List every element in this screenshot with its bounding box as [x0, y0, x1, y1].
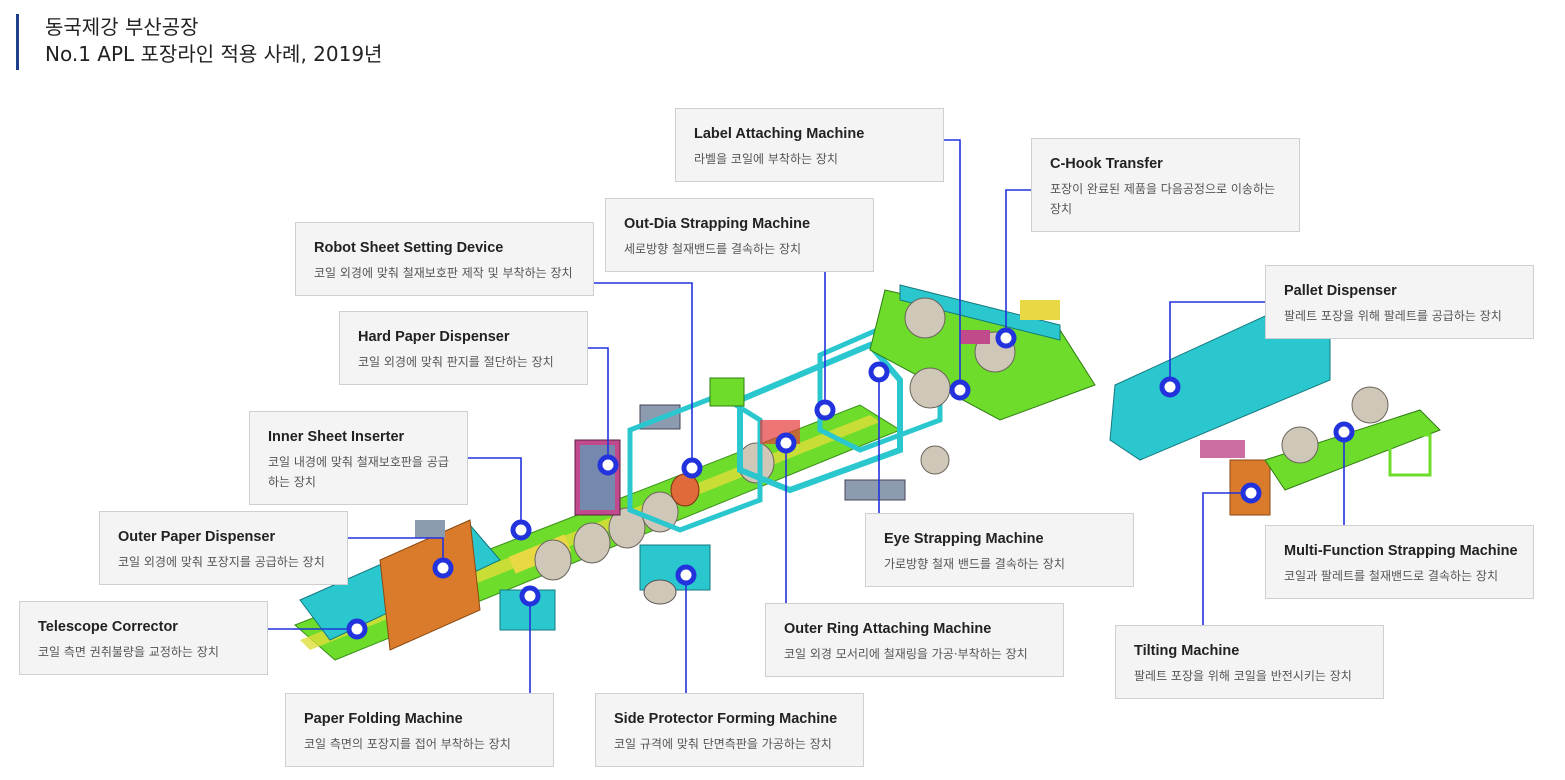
callout-pallet-dispenser: Pallet Dispenser 팔레트 포장을 위해 팔레트를 공급하는 장치 [1265, 265, 1534, 339]
callout-paper-folding-machine: Paper Folding Machine 코일 측면의 포장지를 접어 부착하… [285, 693, 554, 767]
callout-description: 가로방향 철재 밴드를 결속하는 장치 [884, 557, 1065, 571]
machine-markers [346, 327, 1355, 640]
callout-description: 라벨을 코일에 부착하는 장치 [694, 152, 838, 166]
callout-description: 세로방향 철재밴드를 결속하는 장치 [624, 242, 802, 256]
pallet-area-illustration [1109, 299, 1441, 516]
marker-c-hook-transfer [995, 327, 1017, 349]
marker-side-protector-forming-machine [675, 564, 697, 586]
marker-paper-folding-machine [519, 585, 541, 607]
callout-outer-paper-dispenser: Outer Paper Dispenser 코일 외경에 맞춰 포장지를 공급하… [99, 511, 348, 585]
callout-multi-function-strapping-machine: Multi-Function Strapping Machine 코일과 팔레트… [1265, 525, 1534, 599]
callout-description: 코일 외경에 맞춰 철재보호판 제작 및 부착하는 장치 [314, 266, 573, 280]
callout-telescope-corrector: Telescope Corrector 코일 측면 권취불량을 교정하는 장치 [19, 601, 268, 675]
callout-leader-lines [268, 139, 1345, 694]
callout-title: Label Attaching Machine [694, 126, 865, 142]
callout-title: Pallet Dispenser [1284, 283, 1397, 299]
callout-title: Robot Sheet Setting Device [314, 240, 504, 256]
marker-tilting-machine [1240, 482, 1262, 504]
marker-label-attaching-machine [949, 379, 971, 401]
callout-description: 코일 외경에 맞춰 포장지를 공급하는 장치 [118, 555, 325, 569]
callout-description: 코일 측면의 포장지를 접어 부착하는 장치 [304, 737, 511, 751]
callout-out-dia-strapping-machine: Out-Dia Strapping Machine 세로방향 철재밴드를 결속하… [605, 198, 874, 272]
callout-title: Tilting Machine [1134, 643, 1240, 659]
callout-title: Inner Sheet Inserter [268, 429, 405, 445]
callout-title: Outer Ring Attaching Machine [784, 621, 992, 637]
callout-description: 코일 내경에 맞춰 철재보호판을 공급하는 장치 [268, 455, 449, 489]
callout-robot-sheet-setting-device: Robot Sheet Setting Device 코일 외경에 맞춰 철재보… [295, 222, 594, 296]
callout-title: Out-Dia Strapping Machine [624, 216, 811, 232]
marker-hard-paper-dispenser [597, 454, 619, 476]
marker-pallet-dispenser [1159, 376, 1181, 398]
marker-outer-ring-attaching-machine [775, 432, 797, 454]
callout-title: Hard Paper Dispenser [358, 329, 510, 345]
marker-robot-sheet-setting-device [681, 457, 703, 479]
callout-description: 코일과 팔레트를 철재밴드로 결속하는 장치 [1284, 569, 1498, 583]
callout-description: 코일 규격에 맞춰 단면측판을 가공하는 장치 [614, 737, 832, 751]
marker-inner-sheet-inserter [510, 519, 532, 541]
callout-description: 코일 측면 권취불량을 교정하는 장치 [38, 645, 219, 659]
callout-description: 코일 외경 모서리에 철재링을 가공·부착하는 장치 [784, 647, 1028, 661]
marker-multi-function-strapping-machine [1333, 421, 1355, 443]
title-line-1: 동국제강 부산공장 [45, 15, 199, 39]
page-title: 동국제강 부산공장 No.1 APL 포장라인 적용 사례, 2019년 [16, 14, 382, 70]
marker-outer-paper-dispenser [432, 557, 454, 579]
main-packaging-line-illustration [294, 284, 1096, 661]
coil-row [534, 442, 775, 581]
callout-tilting-machine: Tilting Machine 팔레트 포장을 위해 코일을 반전시키는 장치 [1115, 625, 1384, 699]
callout-title: Outer Paper Dispenser [118, 529, 276, 545]
callout-title: Eye Strapping Machine [884, 531, 1044, 547]
marker-telescope-corrector [346, 618, 368, 640]
callout-title: C-Hook Transfer [1050, 156, 1163, 172]
callout-label-attaching-machine: Label Attaching Machine 라벨을 코일에 부착하는 장치 [675, 108, 944, 182]
callout-title: Paper Folding Machine [304, 711, 463, 727]
callout-description: 팔레트 포장을 위해 코일을 반전시키는 장치 [1134, 669, 1352, 683]
callout-title: Telescope Corrector [38, 619, 178, 635]
callout-title: Multi-Function Strapping Machine [1284, 543, 1518, 559]
callout-side-protector-forming-machine: Side Protector Forming Machine 코일 규격에 맞춰… [595, 693, 864, 767]
callout-title: Side Protector Forming Machine [614, 711, 838, 727]
marker-out-dia-strapping-machine [814, 399, 836, 421]
marker-eye-strapping-machine [868, 361, 890, 383]
callout-c-hook-transfer: C-Hook Transfer 포장이 완료된 제품을 다음공정으로 이송하는 … [1031, 138, 1300, 232]
title-line-2: No.1 APL 포장라인 적용 사례, 2019년 [45, 42, 383, 66]
callout-inner-sheet-inserter: Inner Sheet Inserter 코일 내경에 맞춰 철재보호판을 공급… [249, 411, 468, 505]
callout-description: 포장이 완료된 제품을 다음공정으로 이송하는 장치 [1050, 182, 1276, 216]
callout-eye-strapping-machine: Eye Strapping Machine 가로방향 철재 밴드를 결속하는 장… [865, 513, 1134, 587]
callout-description: 팔레트 포장을 위해 팔레트를 공급하는 장치 [1284, 309, 1502, 323]
callout-outer-ring-attaching-machine: Outer Ring Attaching Machine 코일 외경 모서리에 … [765, 603, 1064, 677]
callout-hard-paper-dispenser: Hard Paper Dispenser 코일 외경에 맞춰 판지를 절단하는 … [339, 311, 588, 385]
callout-description: 코일 외경에 맞춰 판지를 절단하는 장치 [358, 355, 554, 369]
